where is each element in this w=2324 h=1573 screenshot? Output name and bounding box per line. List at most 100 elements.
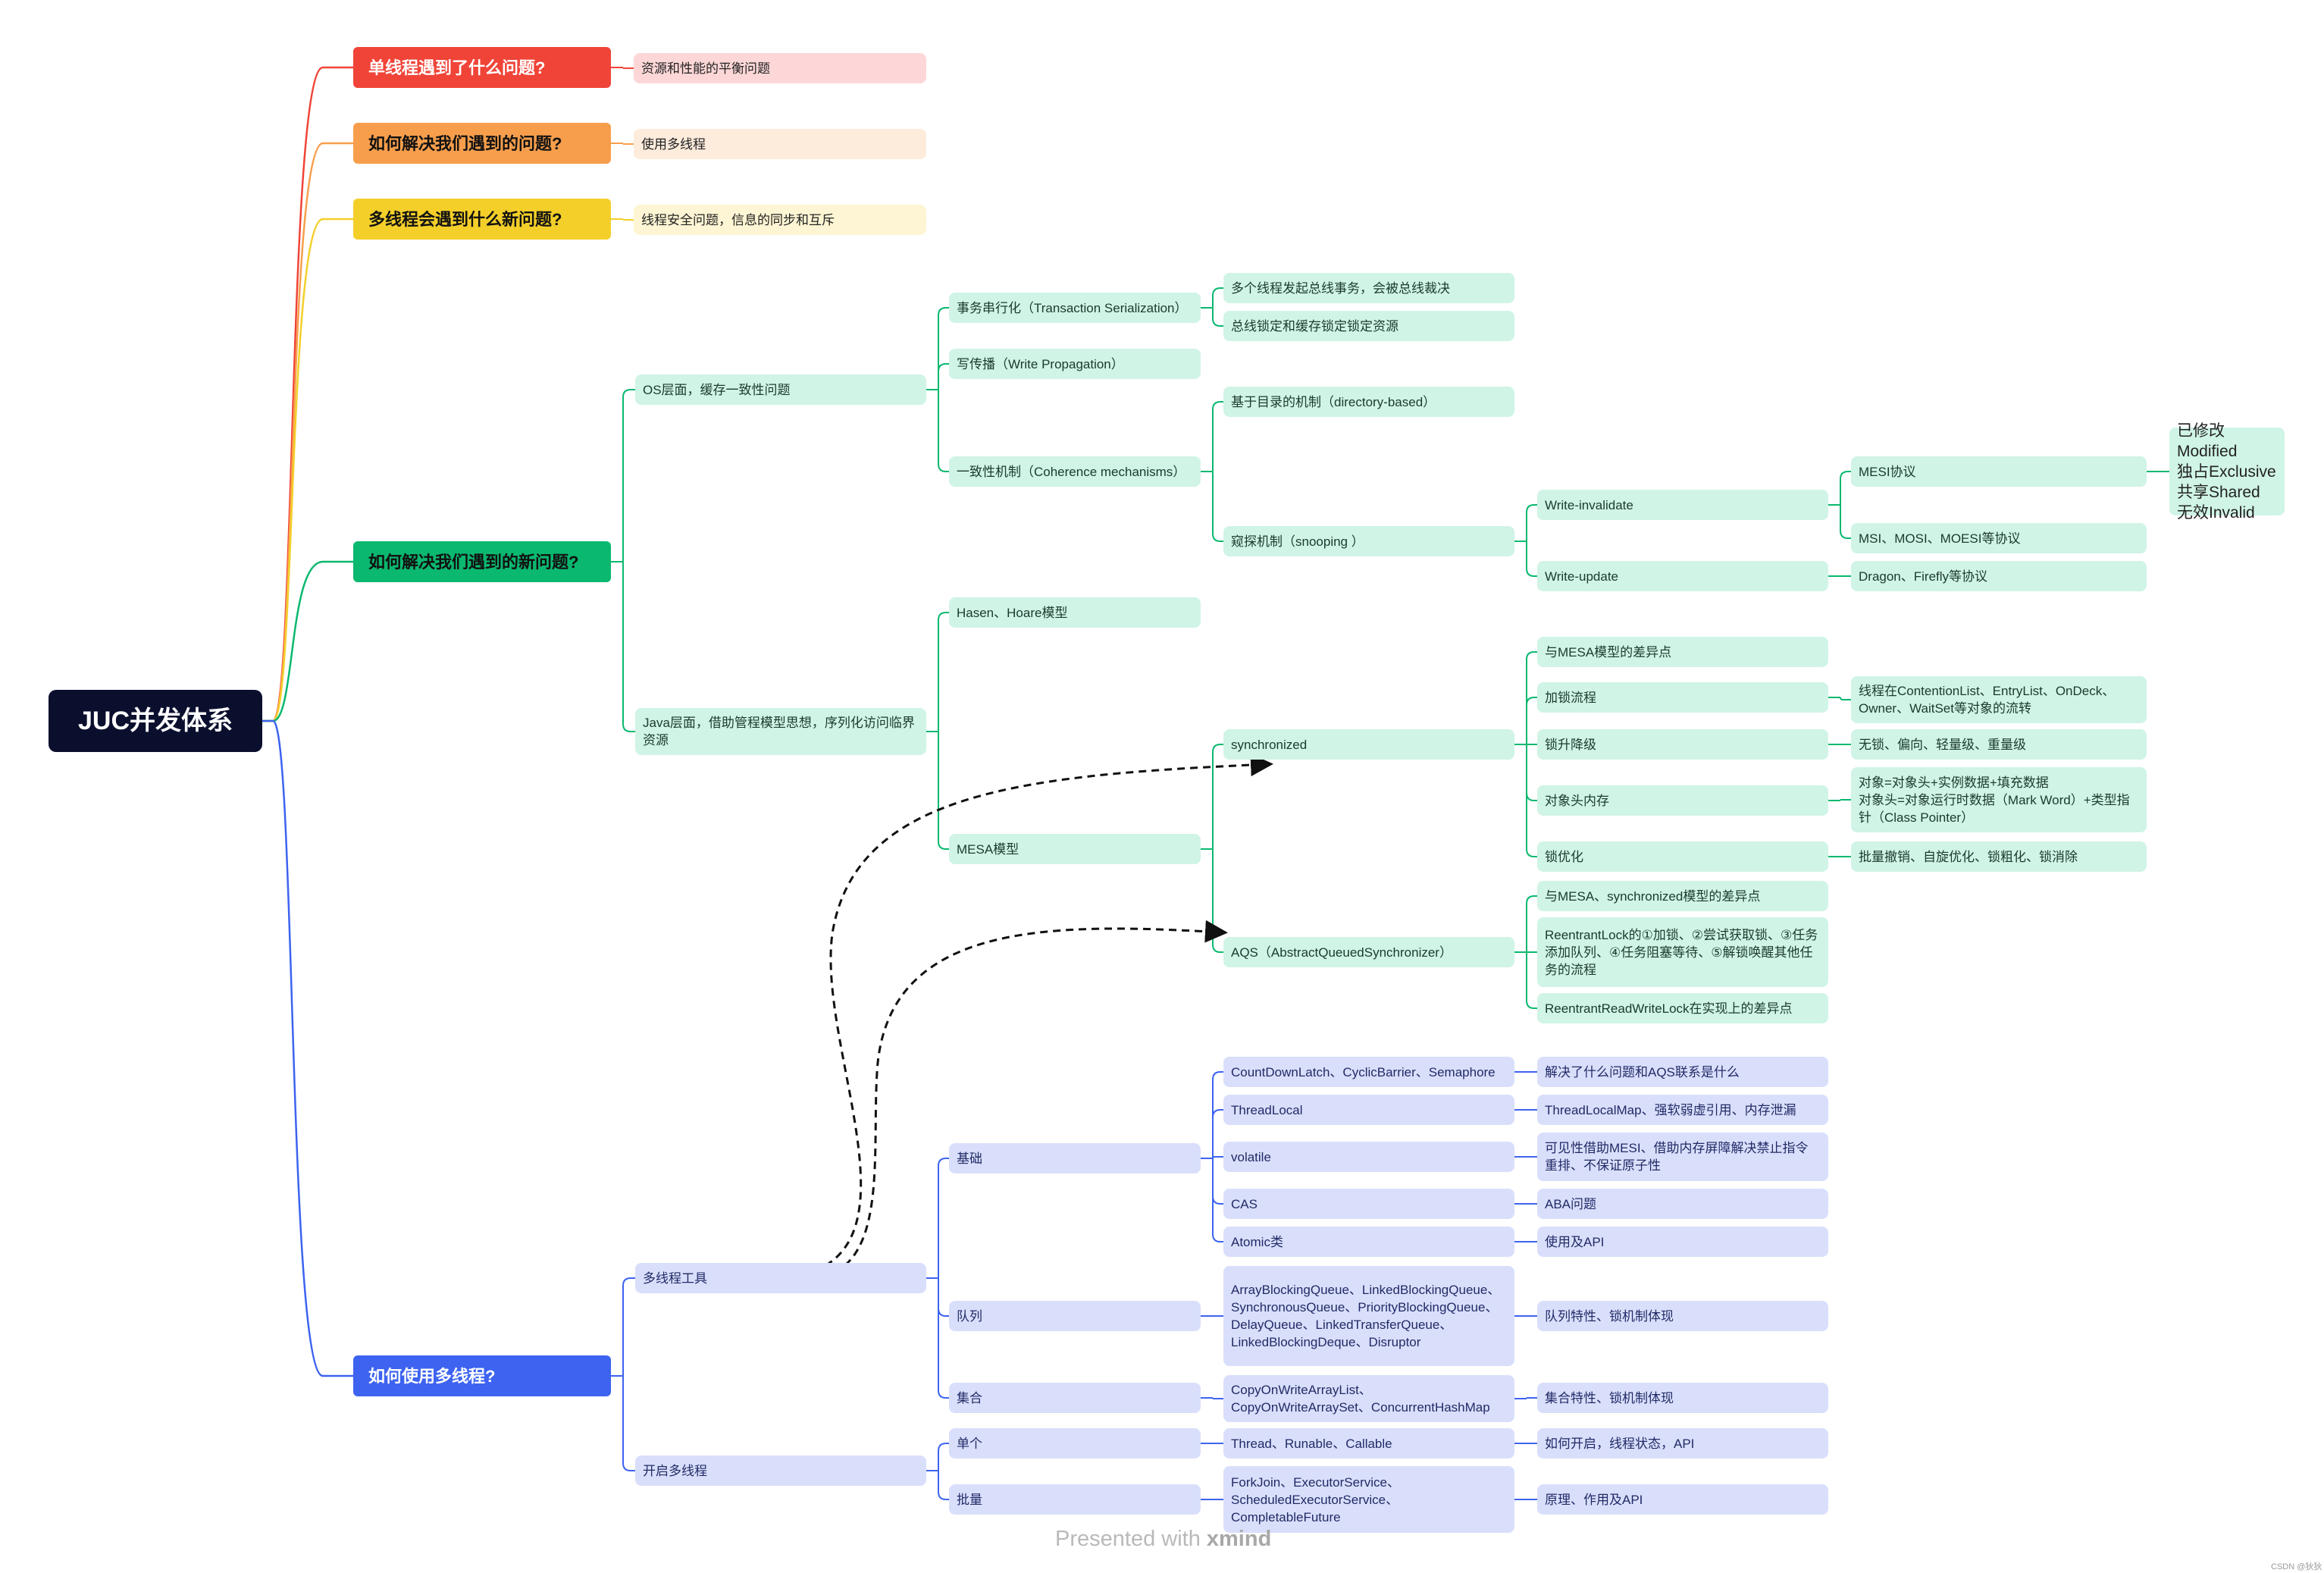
detail-lock-optimize[interactable]: 批量撤销、自旋优化、锁粗化、锁消除 [1851, 841, 2147, 872]
root-connector [262, 142, 353, 722]
topic-queue-list[interactable]: ArrayBlockingQueue、LinkedBlockingQueue、S… [1223, 1266, 1514, 1366]
detail-lock-upgrade[interactable]: 无锁、偏向、轻量级、重量级 [1851, 729, 2147, 760]
branch-line [938, 363, 949, 390]
main-topic-solve-new-problem[interactable]: 如何解决我们遇到的新问题? [353, 541, 611, 582]
note-volatile[interactable]: 可见性借助MESI、借助内存屏障解决禁止指令重排、不保证原子性 [1537, 1133, 1828, 1181]
branch-line [1212, 1109, 1223, 1158]
main-topic-use-multithread[interactable]: 如何使用多线程? [353, 1355, 611, 1396]
topic-dragon-firefly[interactable]: Dragon、Firefly等协议 [1851, 561, 2147, 591]
note-countdownlatch[interactable]: 解决了什么问题和AQS联系是什么 [1537, 1057, 1828, 1087]
topic-single[interactable]: 单个 [949, 1428, 1201, 1459]
topic-sync-lock-optimize[interactable]: 锁优化 [1537, 841, 1828, 872]
root-connector [262, 218, 353, 722]
topic-coherence-mechanisms[interactable]: 一致性机制（Coherence mechanisms） [949, 456, 1201, 487]
topic-sync-mesa-diff[interactable]: 与MESA模型的差异点 [1537, 637, 1828, 667]
branch-line [938, 1278, 949, 1317]
topic-sync-object-header[interactable]: 对象头内存 [1537, 785, 1828, 816]
topic-batch-list[interactable]: ForkJoin、ExecutorService、ScheduledExecut… [1223, 1466, 1514, 1533]
branch-line [1212, 1397, 1223, 1399]
topic-write-propagation[interactable]: 写传播（Write Propagation） [949, 349, 1201, 379]
branch-line [1212, 1071, 1223, 1158]
topic-collection-list[interactable]: CopyOnWriteArrayList、CopyOnWriteArraySet… [1223, 1375, 1514, 1422]
topic-write-update[interactable]: Write-update [1537, 561, 1828, 591]
note-resource-balance[interactable]: 资源和性能的平衡问题 [634, 53, 926, 83]
topic-mesa-model[interactable]: MESA模型 [949, 834, 1201, 864]
note-threadlocal[interactable]: ThreadLocalMap、强软弱虚引用、内存泄漏 [1537, 1095, 1828, 1125]
topic-single-list[interactable]: Thread、Runable、Callable [1223, 1428, 1514, 1459]
main-topic-single-thread[interactable]: 单线程遇到了什么问题? [353, 47, 611, 88]
branch-line [938, 307, 949, 390]
topic-msi-mosi-moesi[interactable]: MSI、MOSI、MOESI等协议 [1851, 523, 2147, 553]
topic-countdownlatch[interactable]: CountDownLatch、CyclicBarrier、Semaphore [1223, 1057, 1514, 1087]
topic-aqs-diff[interactable]: 与MESA、synchronized模型的差异点 [1537, 881, 1828, 911]
branch-line [1212, 1156, 1223, 1159]
topic-reentrant-lock-flow[interactable]: ReentrantLock的①加锁、②尝试获取锁、③任务添加队列、④任务阻塞等待… [1537, 917, 1828, 987]
topic-queue[interactable]: 队列 [949, 1301, 1201, 1331]
topic-snooping[interactable]: 窥探机制（snooping ） [1223, 526, 1514, 556]
topic-bus-cache-lock[interactable]: 总线锁定和缓存锁定锁定资源 [1223, 311, 1514, 341]
note-batch[interactable]: 原理、作用及API [1537, 1484, 1828, 1515]
topic-mesi-states[interactable]: 已修改Modified 独占Exclusive 共享Shared 无效Inval… [2169, 422, 2285, 522]
topic-rw-lock-diff[interactable]: ReentrantReadWriteLock在实现上的差异点 [1537, 993, 1828, 1023]
note-atomic[interactable]: 使用及API [1537, 1227, 1828, 1257]
topic-collection[interactable]: 集合 [949, 1383, 1201, 1413]
root-node[interactable]: JUC并发体系 [49, 690, 262, 752]
topic-synchronized[interactable]: synchronized [1223, 729, 1514, 760]
branch-line [622, 389, 635, 562]
note-collection[interactable]: 集合特性、锁机制体现 [1537, 1383, 1828, 1413]
branch-line [1526, 697, 1537, 744]
topic-basic[interactable]: 基础 [949, 1143, 1201, 1173]
branch-line [622, 67, 634, 69]
note-queue[interactable]: 队列特性、锁机制体现 [1537, 1301, 1828, 1331]
topic-os-cache-coherence[interactable]: OS层面，缓存一致性问题 [635, 374, 926, 405]
branch-line [938, 1278, 949, 1399]
branch-line [1212, 1158, 1223, 1205]
branch-line [938, 732, 949, 850]
branch-line [1840, 505, 1851, 539]
branch-line [1840, 697, 1851, 700]
branch-line [1212, 1158, 1223, 1242]
main-topic-new-problem[interactable]: 多线程会遇到什么新问题? [353, 199, 611, 240]
topic-transaction-serialization[interactable]: 事务串行化（Transaction Serialization） [949, 293, 1201, 323]
branch-line [938, 1158, 949, 1278]
topic-directory-based[interactable]: 基于目录的机制（directory-based） [1223, 387, 1514, 417]
branch-line [1212, 744, 1223, 849]
branch-line [1212, 472, 1223, 542]
branch-line [1212, 849, 1223, 953]
detail-lock-flow[interactable]: 线程在ContentionList、EntryList、OnDeck、Owner… [1851, 676, 2147, 723]
note-thread-safety[interactable]: 线程安全问题，信息的同步和互斥 [634, 205, 926, 235]
note-use-multithread[interactable]: 使用多线程 [634, 129, 926, 159]
branch-line [1526, 651, 1537, 744]
branch-line [938, 390, 949, 472]
xmind-watermark: Presented with xmind [1055, 1527, 1271, 1552]
relationship-arrow [801, 754, 1273, 1277]
topic-bus-arbitration[interactable]: 多个线程发起总线事务，会被总线裁决 [1223, 273, 1514, 303]
branch-line [938, 1471, 949, 1500]
relationship-arrow [809, 920, 1228, 1280]
topic-batch[interactable]: 批量 [949, 1484, 1201, 1515]
branch-line [622, 143, 634, 145]
detail-object-header[interactable]: 对象=对象头+实例数据+填充数据 对象头=对象运行时数据（Mark Word）+… [1851, 767, 2147, 832]
branch-line [1526, 744, 1537, 857]
note-single[interactable]: 如何开启，线程状态，API [1537, 1428, 1828, 1459]
topic-sync-lock-flow[interactable]: 加锁流程 [1537, 682, 1828, 713]
branch-line [1526, 541, 1537, 577]
topic-cas[interactable]: CAS [1223, 1189, 1514, 1219]
watermark-brand: xmind [1206, 1527, 1272, 1551]
topic-sync-lock-upgrade[interactable]: 锁升降级 [1537, 729, 1828, 760]
topic-aqs[interactable]: AQS（AbstractQueuedSynchronizer） [1223, 937, 1514, 967]
main-topic-solve-problem[interactable]: 如何解决我们遇到的问题? [353, 123, 611, 164]
topic-mesi-protocol[interactable]: MESI协议 [1851, 456, 2147, 487]
topic-java-monitor[interactable]: Java层面，借助管程模型思想，序列化访问临界资源 [635, 708, 926, 755]
note-cas[interactable]: ABA问题 [1537, 1189, 1828, 1219]
topic-start-multithread[interactable]: 开启多线程 [635, 1455, 926, 1486]
topic-hasen-hoare[interactable]: Hasen、Hoare模型 [949, 597, 1201, 628]
topic-threadlocal[interactable]: ThreadLocal [1223, 1095, 1514, 1125]
topic-atomic[interactable]: Atomic类 [1223, 1227, 1514, 1257]
topic-multithread-tools[interactable]: 多线程工具 [635, 1263, 926, 1293]
topic-write-invalidate[interactable]: Write-invalidate [1537, 490, 1828, 520]
topic-volatile[interactable]: volatile [1223, 1142, 1514, 1172]
branch-line [1840, 799, 1851, 801]
branch-line [938, 1443, 949, 1471]
